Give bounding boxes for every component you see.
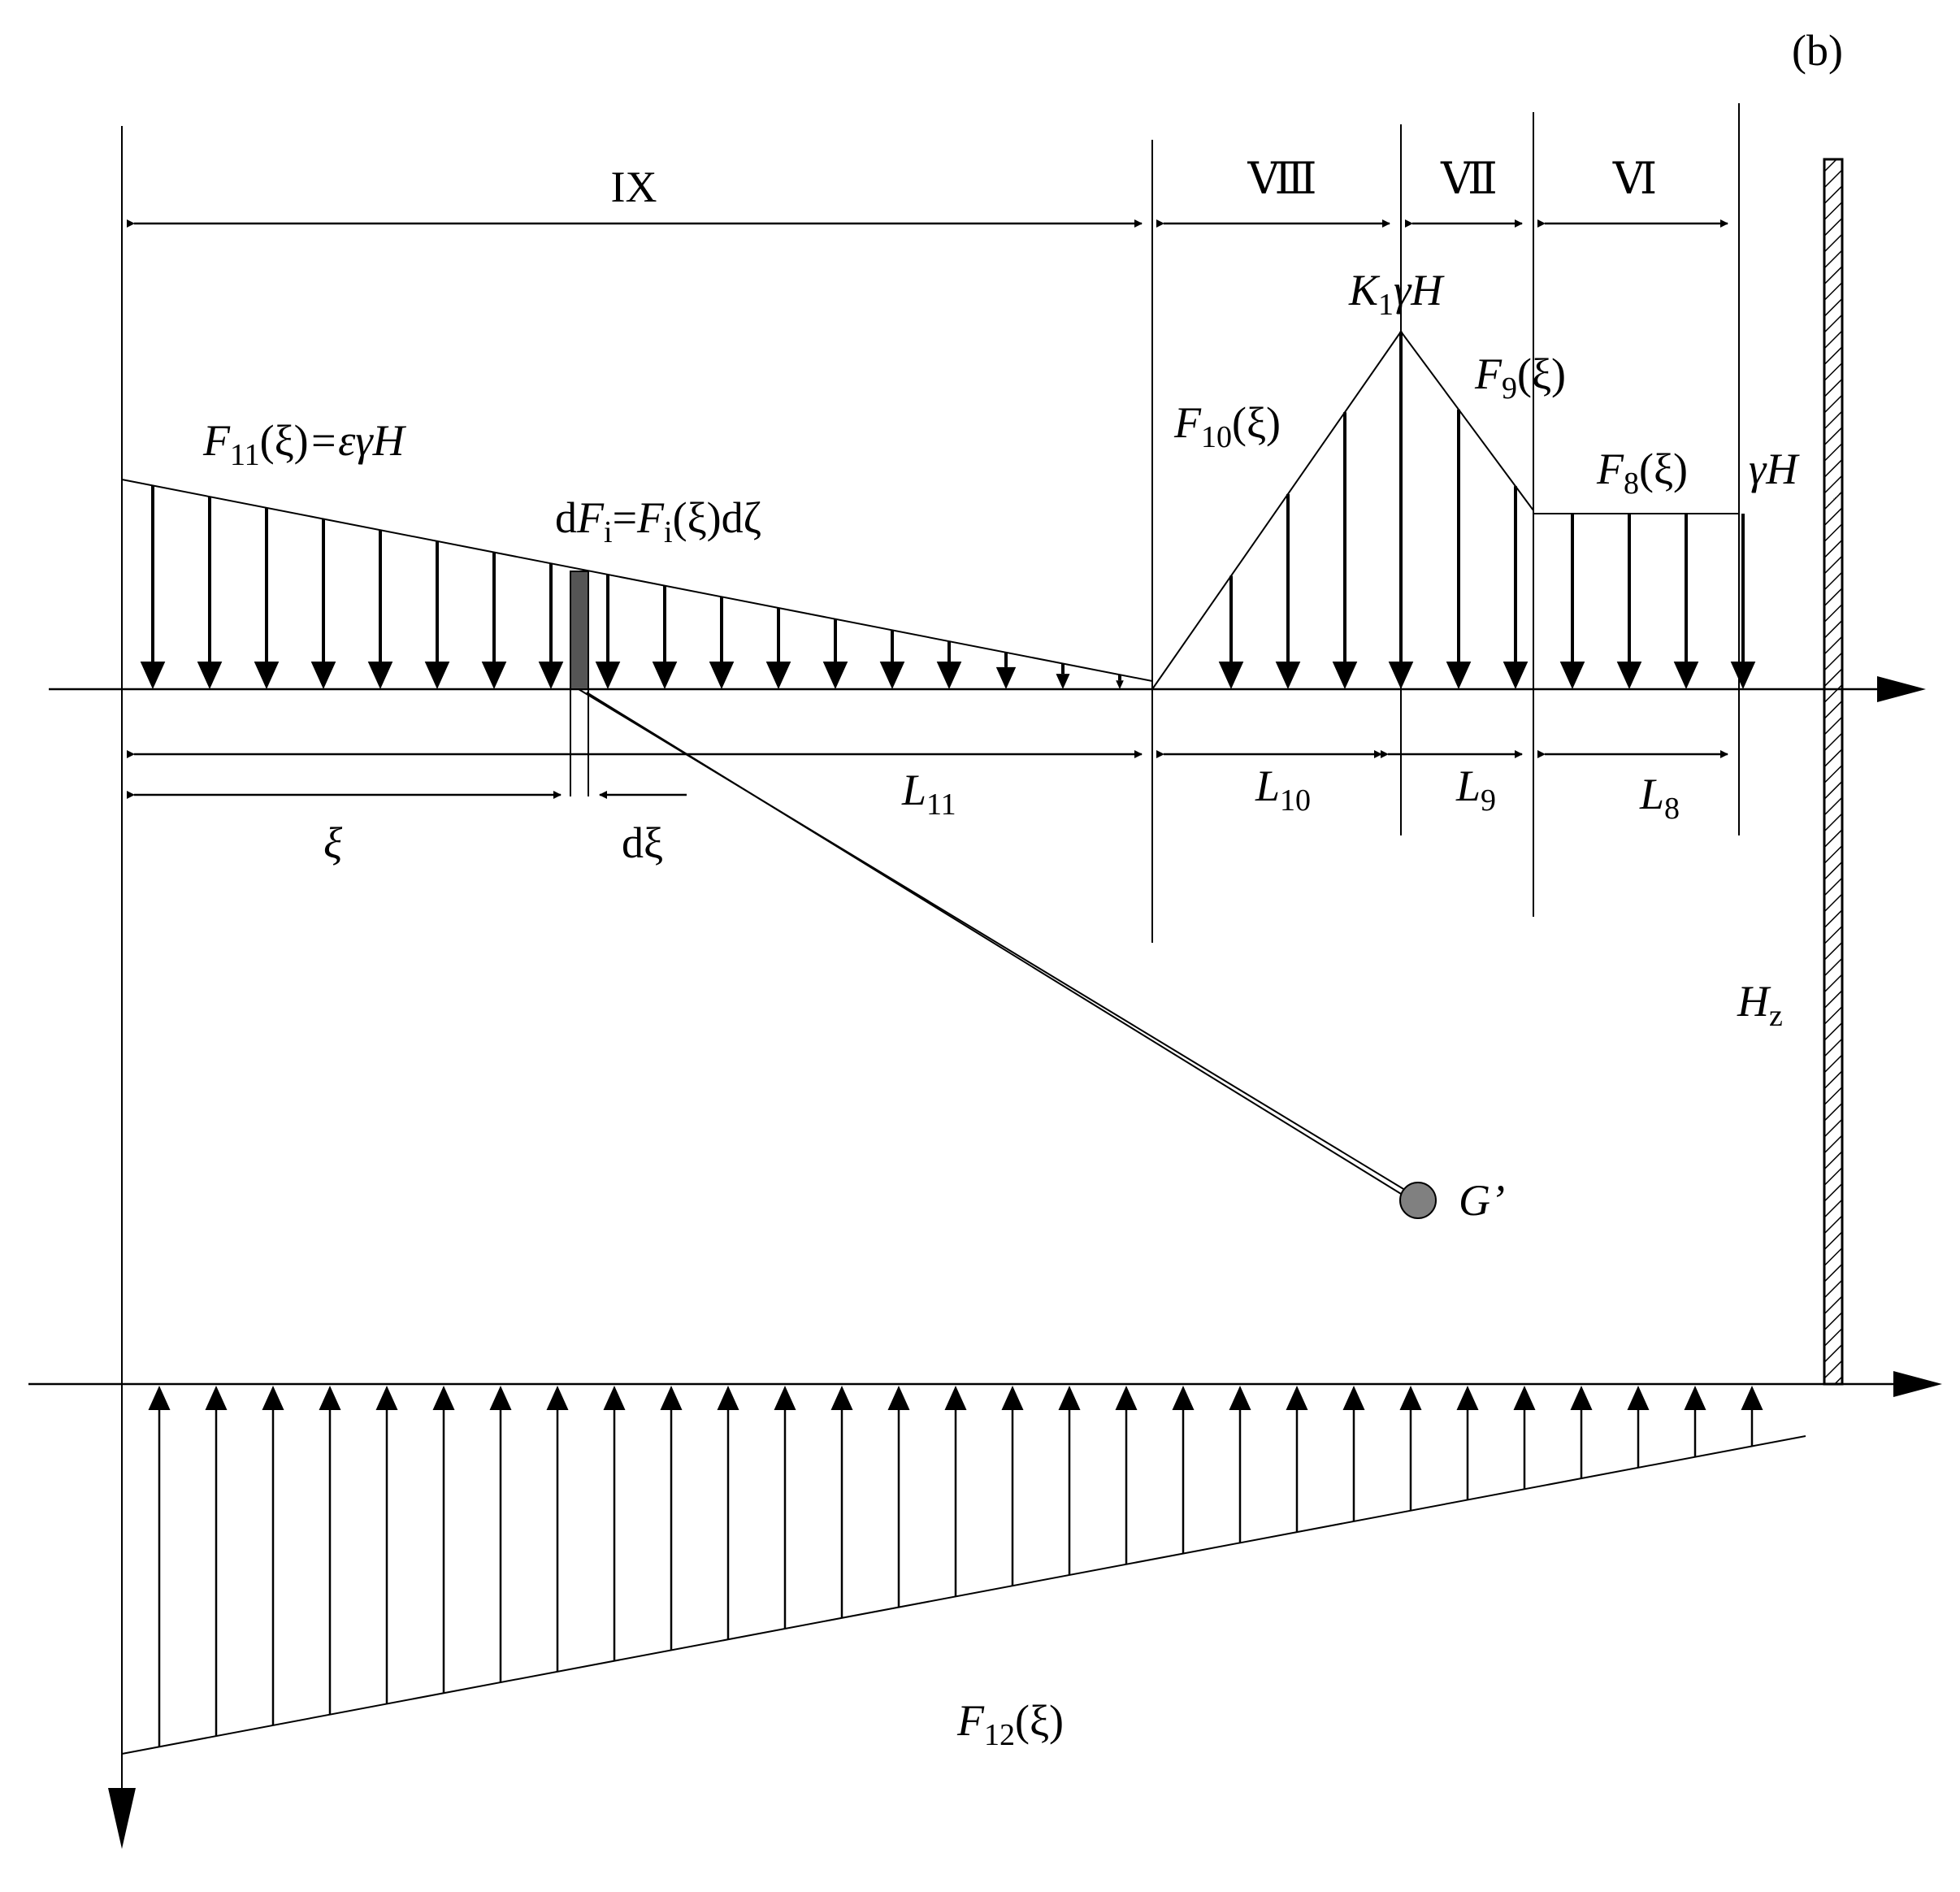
zone-ix-label: IX <box>611 163 657 211</box>
f12-load-arrow-head <box>205 1386 228 1410</box>
f12-load-arrow-head <box>1286 1386 1308 1410</box>
load-profiles <box>121 330 1806 1755</box>
f8-load-arrow-head <box>1559 662 1585 689</box>
l11-label: L11 <box>901 766 956 822</box>
zone-viii-label: Ⅷ <box>1247 154 1316 203</box>
top-axis-arrowhead <box>1877 676 1926 702</box>
peak-load-arrow-head <box>1388 662 1414 689</box>
f12-load-arrow-head <box>1741 1386 1763 1410</box>
f8-load-arrow-head <box>1616 662 1642 689</box>
f11-load-arrow-head <box>822 662 848 689</box>
dxi-label: dξ <box>622 818 663 867</box>
f12-load-arrow-head <box>1456 1386 1479 1410</box>
f11-load-arrow-head <box>140 662 166 689</box>
gravity-center-point <box>1399 1182 1437 1219</box>
f10-load-arrow-head <box>1218 662 1244 689</box>
f9-label: F9(ξ) <box>1474 349 1566 406</box>
gamma-h-label: γH <box>1749 445 1800 493</box>
zone-vii-label: Ⅶ <box>1440 154 1498 203</box>
l10-label: L10 <box>1255 762 1311 818</box>
f11-load-arrow-head <box>652 662 678 689</box>
f12-load-arrow-head <box>1172 1386 1195 1410</box>
f11-load-arrow-head <box>310 662 336 689</box>
f12-load-arrow-head <box>603 1386 626 1410</box>
f10-load-arrow-head <box>1275 662 1301 689</box>
f10-load-arrow-head <box>1332 662 1358 689</box>
f12-load-arrow-head <box>1058 1386 1081 1410</box>
downward-load-arrows <box>140 332 1756 689</box>
f11-load-line <box>121 479 1153 682</box>
f12-load-arrow-head <box>774 1386 796 1410</box>
f11-load-arrow-head <box>424 662 450 689</box>
f12-load-arrow-head <box>375 1386 398 1410</box>
f12-load-arrow-head <box>717 1386 739 1410</box>
element-strip <box>570 571 589 690</box>
zone-vi-label: Ⅵ <box>1612 154 1657 203</box>
f11-load-arrow-head <box>709 662 735 689</box>
f11-load-arrow-head <box>1116 680 1124 689</box>
f12-load-arrow-head <box>148 1386 171 1410</box>
f10-label: F10(ξ) <box>1173 398 1281 454</box>
g-prime-label: G’ <box>1459 1176 1505 1225</box>
moment-arm-line-b <box>586 692 1416 1204</box>
f11-label: F11(ξ)=εγH <box>202 416 407 472</box>
f12-load-arrow-head <box>1229 1386 1251 1410</box>
f12-load-arrow-head <box>1001 1386 1024 1410</box>
f11-load-arrow-head <box>765 662 791 689</box>
f12-load-arrow-head <box>1115 1386 1138 1410</box>
labels: (b) IX Ⅷ Ⅶ Ⅵ F11(ξ)=εγH dFi=Fi(ξ)dζ F10(… <box>202 26 1843 1752</box>
f11-load-arrow-head <box>879 662 905 689</box>
f12-label: F12(ξ) <box>956 1696 1064 1752</box>
f12-load-arrow-head <box>944 1386 967 1410</box>
k1-gamma-h-label: K1γH <box>1348 266 1445 322</box>
f8-load-arrow-head <box>1730 662 1756 689</box>
f12-load-arrow-head <box>887 1386 910 1410</box>
f9-load-arrow-head <box>1503 662 1529 689</box>
f12-load-arrow-head <box>319 1386 341 1410</box>
f12-load-arrow-head <box>546 1386 569 1410</box>
f9-load-arrow-head <box>1446 662 1472 689</box>
upward-load-arrows <box>148 1386 1763 1747</box>
l9-label: L9 <box>1455 762 1496 818</box>
vertical-axis-arrowhead <box>108 1788 136 1849</box>
f12-load-arrow-head <box>262 1386 284 1410</box>
f11-load-arrow-head <box>936 662 962 689</box>
f12-load-arrow-head <box>489 1386 512 1410</box>
f12-load-arrow-head <box>830 1386 853 1410</box>
f11-load-arrow-head <box>481 662 507 689</box>
f8-label: F8(ξ) <box>1596 445 1688 501</box>
f8-load-arrow-head <box>1673 662 1699 689</box>
f11-load-arrow-head <box>367 662 393 689</box>
f12-load-arrow-head <box>432 1386 455 1410</box>
l8-label: L8 <box>1639 770 1680 826</box>
f11-load-arrow-head <box>1056 674 1070 689</box>
f11-load-arrow-head <box>538 662 564 689</box>
f12-load-arrow-head <box>1627 1386 1650 1410</box>
xi-label: ξ <box>323 818 343 867</box>
f12-load-arrow-head <box>1399 1386 1422 1410</box>
bottom-axis-arrowhead <box>1893 1371 1942 1397</box>
f11-load-arrow-head <box>254 662 280 689</box>
f12-load-arrow-head <box>660 1386 683 1410</box>
element-force-label: dFi=Fi(ξ)dζ <box>555 493 761 549</box>
f11-load-arrow-head <box>197 662 223 689</box>
panel-label: (b) <box>1792 26 1843 75</box>
f12-load-arrow-head <box>1513 1386 1536 1410</box>
differential-element <box>570 571 1437 1219</box>
hz-label: Hz <box>1737 977 1783 1033</box>
f12-load-arrow-head <box>1342 1386 1365 1410</box>
length-dimension-arrows <box>127 750 1728 799</box>
f11-load-arrow-head <box>595 662 621 689</box>
f11-load-arrow-head <box>995 666 1017 689</box>
f12-load-arrow-head <box>1684 1386 1706 1410</box>
f12-load-arrow-head <box>1570 1386 1593 1410</box>
retaining-wall-hatched <box>1823 158 1844 1386</box>
